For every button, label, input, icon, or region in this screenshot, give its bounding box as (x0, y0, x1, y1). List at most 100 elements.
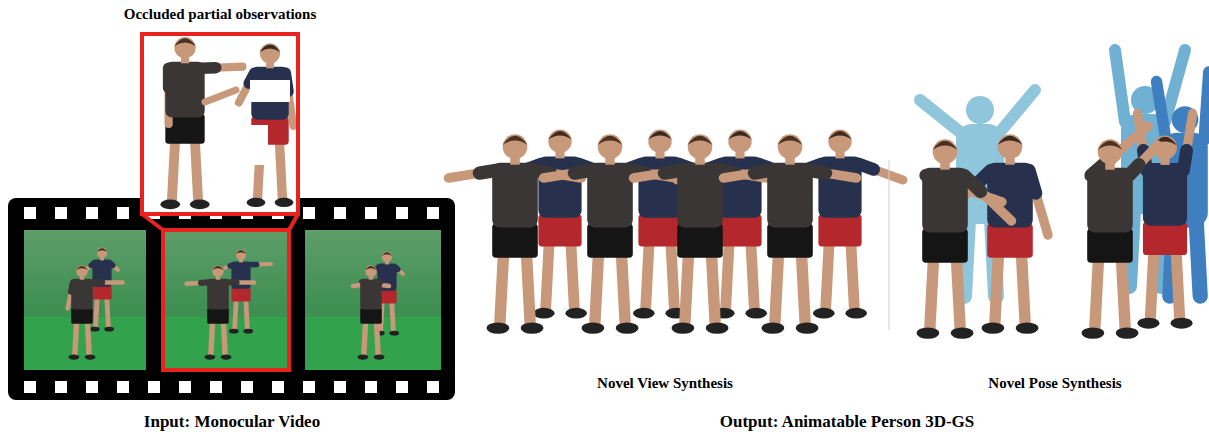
illustration-part (71, 279, 93, 310)
illustration-part (503, 134, 528, 159)
illustration-part (279, 140, 282, 199)
illustration-part (685, 252, 689, 324)
illustration-part (187, 250, 272, 360)
sprocket-hole (303, 381, 315, 393)
illustration-part (207, 279, 229, 310)
illustration-part (1016, 322, 1039, 333)
person-figure (239, 43, 294, 207)
illustration-part (96, 297, 98, 327)
illustration-part (236, 250, 246, 260)
illustration-part (364, 321, 366, 355)
illustration-part (205, 90, 236, 102)
illustration-part (845, 308, 867, 319)
illustration-part (521, 322, 544, 333)
sprocket-hole (365, 381, 377, 393)
video-frame (24, 230, 146, 370)
person-figure (1082, 126, 1158, 339)
sprocket-hole (148, 381, 160, 393)
sprocket-hole (117, 207, 129, 219)
illustration-part (68, 248, 123, 360)
illustration-part (358, 354, 369, 359)
illustration-part (140, 32, 300, 216)
illustration-part (646, 241, 650, 309)
person-figure (634, 134, 767, 334)
illustration-part (221, 354, 232, 359)
illustration-part (933, 139, 958, 164)
novel-view-figures (449, 130, 904, 334)
sprocket-hole (427, 207, 439, 219)
illustration-part (8, 198, 455, 400)
illustration-part (809, 170, 857, 178)
illustration-part (190, 199, 210, 209)
sprocket-hole (334, 381, 346, 393)
illustration-part (951, 327, 974, 338)
illustration-part (538, 214, 581, 246)
illustration-part (826, 241, 830, 309)
illustration-part (1137, 318, 1159, 329)
illustration-part (374, 354, 385, 359)
illustration-part (677, 224, 723, 258)
illustration-part (634, 170, 682, 178)
illustration-part (672, 322, 695, 333)
illustration-part (775, 252, 779, 324)
sprocket-hole (272, 381, 284, 393)
illustration-part (91, 280, 123, 285)
callout-border (140, 32, 300, 216)
illustration-part (260, 43, 280, 63)
illustration-part (92, 285, 111, 299)
sprocket-hole (117, 381, 129, 393)
illustration-part (745, 308, 767, 319)
illustration-part (582, 322, 605, 333)
person-figure (1137, 113, 1192, 328)
illustration-part (235, 299, 237, 329)
illustration-part (231, 287, 250, 301)
rendered-pair (544, 130, 724, 334)
illustration-part (289, 214, 298, 230)
illustration-part (778, 134, 803, 159)
illustration-part (1143, 163, 1187, 226)
illustration-part (90, 327, 100, 332)
illustration-part (249, 262, 271, 267)
illustration-part (851, 241, 855, 309)
illustration-part (172, 139, 175, 201)
illustration-part (227, 280, 254, 285)
illustration-part (71, 308, 93, 324)
person-figure (225, 250, 271, 334)
illustration-part (648, 131, 671, 140)
illustration-part (487, 322, 510, 333)
illustration-part (917, 327, 940, 338)
illustration-part (718, 214, 761, 246)
illustration-part (1150, 250, 1154, 320)
sub-caption: Novel Pose Synthesis (988, 375, 1121, 392)
illustration-part (207, 308, 229, 324)
illustration-part (1098, 141, 1123, 150)
illustration-part (638, 157, 681, 218)
illustration-part (1087, 229, 1133, 263)
illustration-part (671, 241, 675, 309)
illustration-part (987, 224, 1033, 258)
illustration-part (174, 38, 195, 46)
zoom-callout (140, 32, 300, 230)
illustration-part (964, 175, 1012, 221)
illustration-part (500, 252, 504, 324)
callout-box: Occluded partial observations (120, 6, 320, 216)
illustration-part (1115, 50, 1125, 122)
illustration-part (818, 157, 861, 218)
illustration-part (305, 230, 441, 370)
illustration-part (621, 252, 625, 324)
illustration-part (1143, 222, 1187, 255)
illustration-part (305, 317, 441, 370)
illustration-part (796, 322, 819, 333)
illustration-part (616, 322, 639, 333)
panel-caption: Input: Monocular Video (144, 412, 320, 432)
illustration-part (526, 252, 530, 324)
person-figure (353, 265, 389, 360)
illustration-part (243, 329, 253, 334)
illustration-part (813, 308, 835, 319)
illustration-part (587, 163, 633, 228)
illustration-part (503, 136, 528, 145)
illustration-part (1116, 327, 1139, 338)
illustration-part (724, 170, 772, 178)
illustration-part (247, 198, 266, 207)
